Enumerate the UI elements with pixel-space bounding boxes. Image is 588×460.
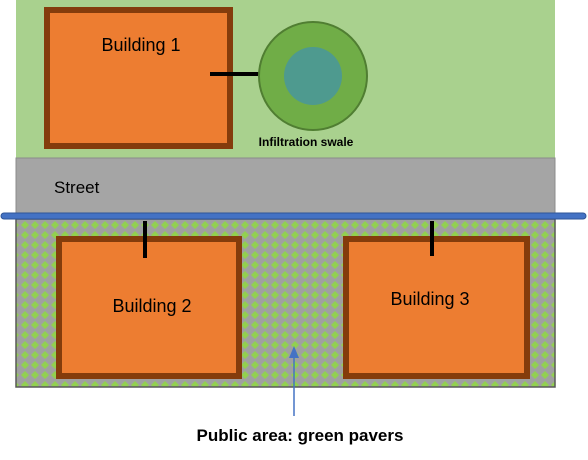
building-2-label: Building 2 [112,296,191,316]
infiltration-swale-label: Infiltration swale [259,135,354,149]
drainage-pipe [0,212,587,220]
public-area-label: Public area: green pavers [197,426,404,445]
street-label: Street [54,178,100,197]
infiltration-swale-inner [284,47,342,105]
building-3 [343,236,530,379]
building-3-label: Building 3 [390,289,469,309]
public-area-arrow-head [289,346,299,358]
building-2 [56,236,242,379]
building-1-label: Building 1 [101,35,180,55]
building-1 [44,7,233,149]
